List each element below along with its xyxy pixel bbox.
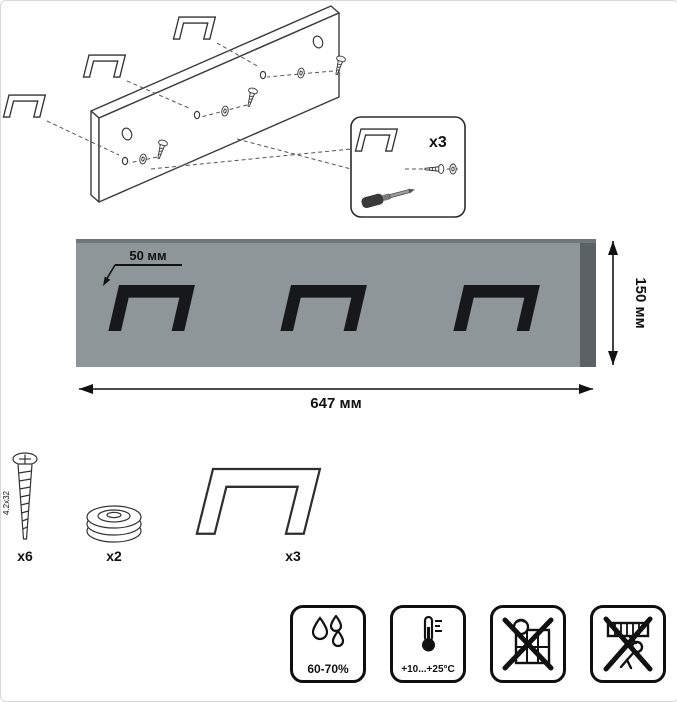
- panel-top-edge: [76, 239, 596, 243]
- screwdriver-icon: [361, 188, 416, 209]
- hardware-callout: x3: [350, 116, 466, 218]
- temperature-pictogram: +10...+25°C: [390, 605, 466, 683]
- width-dimension: 647 мм: [79, 384, 593, 411]
- screw-part-icon: [12, 452, 38, 540]
- parts-list: 4.2x32 x6 x2 x3: [2, 452, 322, 564]
- callout-count-label: x3: [429, 134, 447, 151]
- no-hanging-icon: [603, 616, 653, 672]
- screw-size-label: 4.2x32: [2, 490, 11, 515]
- thermometer-icon: [422, 615, 442, 652]
- panel-face: [76, 239, 580, 367]
- care-pictograms: 60-70% +10...+25°C: [1, 605, 677, 683]
- exploded-view-diagram: x3: [2, 5, 466, 218]
- panel-side-edge: [580, 239, 596, 367]
- height-dimension: 150 мм: [608, 241, 649, 365]
- width-label: 647 мм: [310, 395, 361, 411]
- humidity-pictogram: 60-70%: [290, 605, 366, 683]
- no-heavy-load-icon: [502, 617, 554, 671]
- hook-offset-label: 50 мм: [129, 248, 166, 263]
- washer-part-icon: [86, 505, 142, 543]
- mount-holes: [121, 35, 324, 166]
- temperature-label: +10...+25°C: [401, 664, 455, 675]
- screw-count-label: x6: [17, 548, 33, 564]
- water-drops-icon: [311, 615, 345, 648]
- height-label: 150 мм: [632, 277, 649, 328]
- no-hanging-pictogram: [590, 605, 666, 683]
- washer-count-label: x2: [106, 548, 122, 564]
- hook-offset-dimension: 50 мм: [103, 248, 182, 286]
- back-panel-drawing: [90, 5, 340, 203]
- panel-front-view: 50 мм 647 мм 150 мм: [76, 239, 649, 411]
- no-heavy-load-pictogram: [490, 605, 566, 683]
- hook-part-icon: [195, 467, 322, 535]
- humidity-label: 60-70%: [307, 662, 349, 676]
- hook-count-label: x3: [285, 548, 301, 564]
- assembly-leader-lines: [46, 42, 352, 170]
